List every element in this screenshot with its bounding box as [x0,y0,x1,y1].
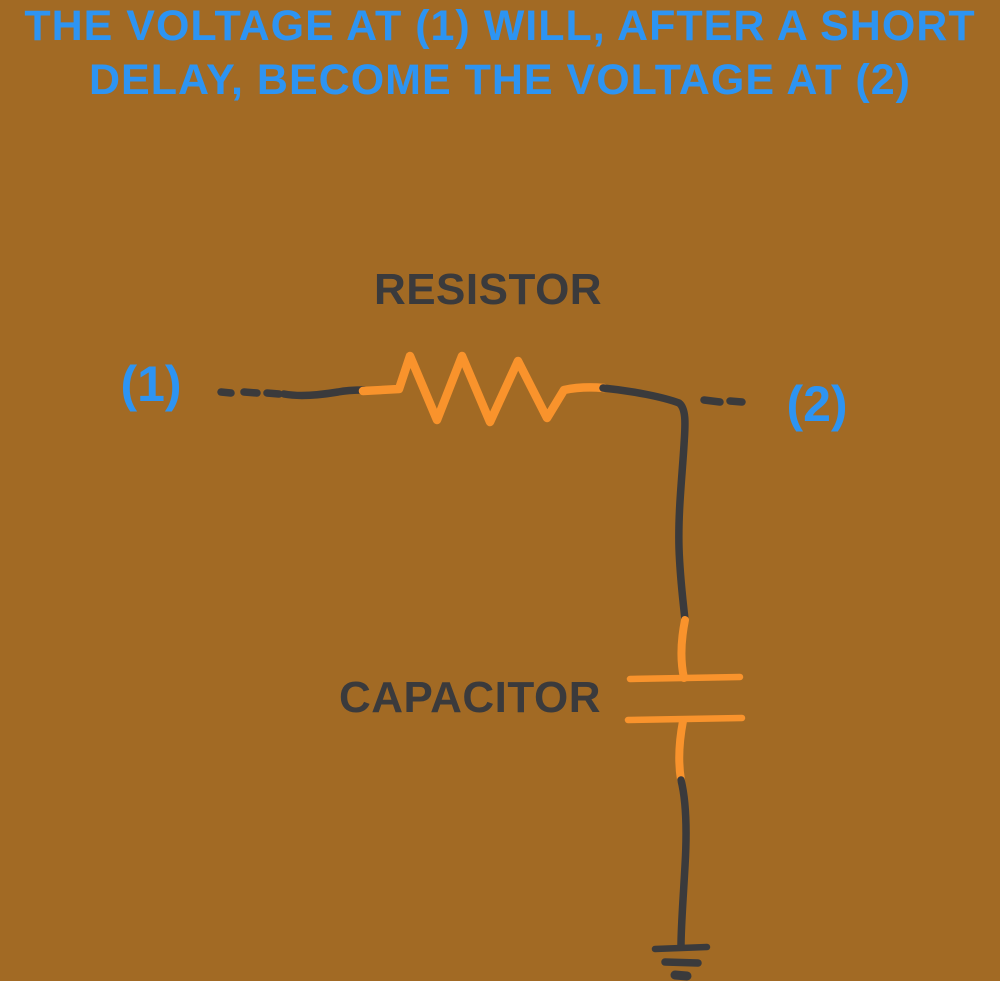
capacitor-lead-top [677,616,689,682]
wire-node1-dashes [217,388,283,398]
wire-ground [677,776,690,950]
resistor-element [358,351,609,427]
capacitor-lead-bottom [675,717,687,784]
ground-bar-long [651,943,711,953]
wire-node2 [599,384,689,624]
node-2-label: (2) [786,376,847,432]
title-line-1: THE VOLTAGE AT (1) WILL, AFTER A SHORT [24,2,975,50]
capacitor-top-plate [626,673,744,683]
ground-bar-short [670,970,692,981]
title-line-2: DELAY, BECOME THE VOLTAGE AT (2) [89,56,911,104]
capacitor-label: CAPACITOR [339,673,601,722]
wire-node2-dashes [700,396,746,406]
ground-bar-medium [661,958,702,967]
ground-icon [651,943,711,981]
wire-node1 [280,386,368,400]
resistor-label: RESISTOR [374,265,602,314]
node-1-label: (1) [120,356,181,412]
